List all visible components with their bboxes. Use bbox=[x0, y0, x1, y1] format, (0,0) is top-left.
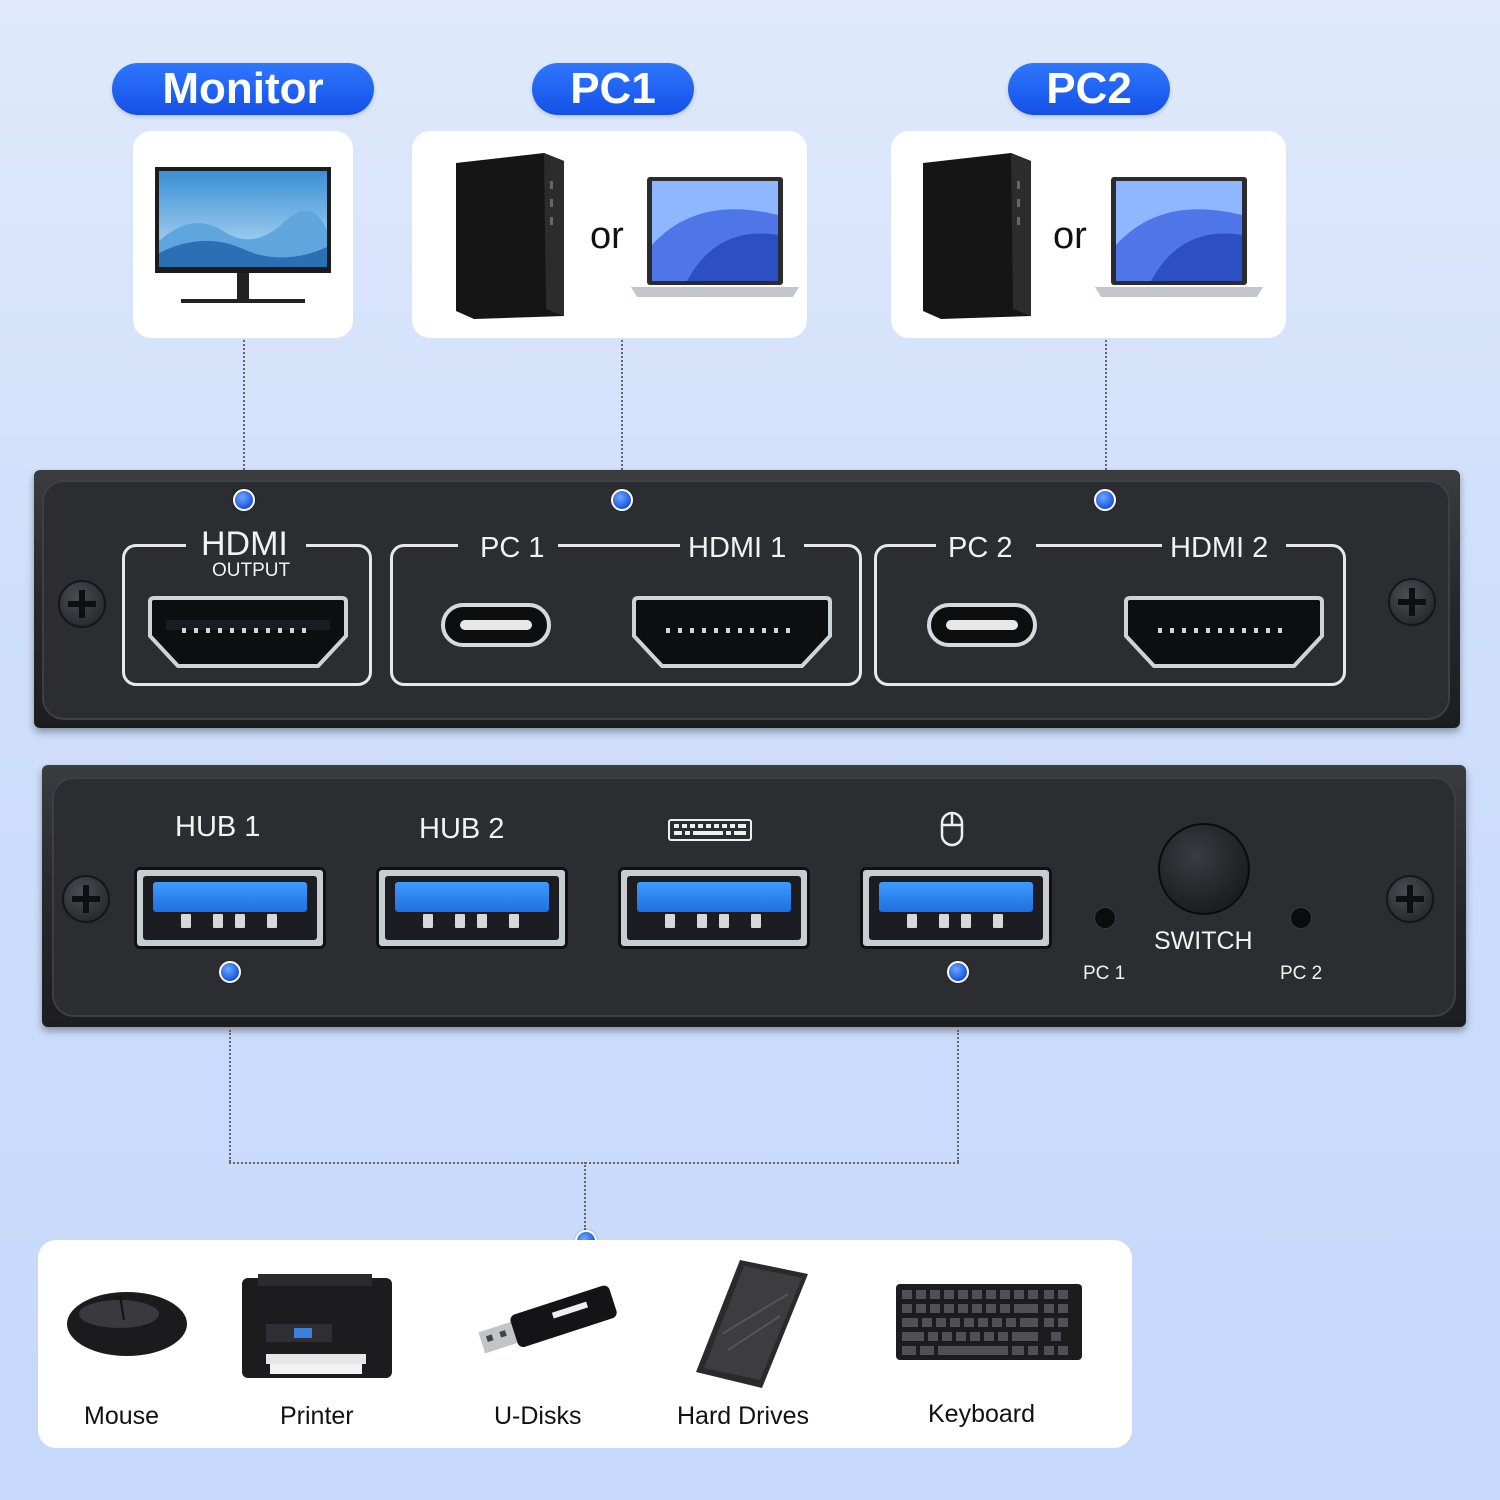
usb-pin bbox=[697, 914, 707, 928]
hub1-label: HUB 1 bbox=[175, 811, 261, 843]
connection-dot bbox=[947, 961, 969, 983]
usb-pin bbox=[993, 914, 1003, 928]
screw-icon bbox=[62, 875, 110, 923]
usb-pin bbox=[719, 914, 729, 928]
hdmi-port[interactable] bbox=[146, 596, 350, 672]
connector-line bbox=[229, 1162, 959, 1164]
peripheral-label-hard-drives: Hard Drives bbox=[677, 1402, 809, 1430]
usb-pin bbox=[509, 914, 519, 928]
keyboard-icon bbox=[668, 819, 752, 841]
frame-gap bbox=[458, 542, 558, 550]
led-pc2 bbox=[1290, 907, 1312, 929]
usb-pin bbox=[665, 914, 675, 928]
pc1-usb-c-label: PC 1 bbox=[480, 532, 545, 564]
pc2-usb-c-label: PC 2 bbox=[948, 532, 1013, 564]
desktop-tower-icon bbox=[456, 153, 564, 319]
connection-dot bbox=[611, 489, 633, 511]
usb-port-tongue bbox=[153, 882, 307, 912]
usb-pin bbox=[751, 914, 761, 928]
monitor-card bbox=[133, 131, 353, 338]
peripherals-card: Mouse Printer U-Disks Hard Drives bbox=[38, 1240, 1132, 1448]
connector-line bbox=[621, 340, 623, 490]
screw-icon bbox=[58, 580, 106, 628]
usb-pin bbox=[235, 914, 245, 928]
usb-port-tongue bbox=[637, 882, 791, 912]
mouse-icon bbox=[940, 811, 964, 847]
led-pc1-label: PC 1 bbox=[1083, 963, 1126, 984]
connection-dot bbox=[233, 489, 255, 511]
usb-port-cavity bbox=[385, 876, 559, 940]
usb-pin bbox=[181, 914, 191, 928]
usb-port-hub2[interactable] bbox=[376, 867, 568, 949]
usb-port-hub1[interactable] bbox=[134, 867, 326, 949]
or-text: or bbox=[1053, 215, 1087, 257]
hdmi-output-subtitle: OUTPUT bbox=[212, 560, 291, 581]
monitor-label: Monitor bbox=[112, 63, 374, 115]
connector-line bbox=[584, 1162, 586, 1230]
front-panel: HUB 1 HUB 2 bbox=[42, 765, 1466, 1027]
usb-pin bbox=[961, 914, 971, 928]
switch-button[interactable] bbox=[1158, 823, 1250, 915]
pc2-label: PC2 bbox=[1008, 63, 1170, 115]
led-pc2-label: PC 2 bbox=[1280, 963, 1323, 984]
keyboard-icon bbox=[896, 1284, 1082, 1360]
hdmi-port[interactable] bbox=[630, 596, 834, 672]
usb-pin bbox=[477, 914, 487, 928]
pc1-card: or bbox=[412, 131, 807, 338]
mouse-icon bbox=[67, 1292, 187, 1356]
laptop-icon bbox=[1095, 177, 1263, 297]
led-pc1 bbox=[1094, 907, 1116, 929]
printer-icon bbox=[242, 1274, 392, 1378]
usb-pin bbox=[423, 914, 433, 928]
usb-pin bbox=[213, 914, 223, 928]
connector-line bbox=[229, 1030, 231, 1162]
hub2-label: HUB 2 bbox=[419, 813, 505, 845]
usb-c-port[interactable] bbox=[926, 602, 1038, 648]
connector-line bbox=[957, 1030, 959, 1162]
pc2-card: or bbox=[891, 131, 1286, 338]
monitor-icon bbox=[155, 167, 331, 303]
hdmi-port[interactable] bbox=[1122, 596, 1326, 672]
usb-pin bbox=[455, 914, 465, 928]
usb-port-cavity bbox=[627, 876, 801, 940]
usb-port-tongue bbox=[395, 882, 549, 912]
peripheral-label-printer: Printer bbox=[280, 1402, 354, 1430]
rear-panel: HDMI OUTPUT PC 1 HDMI 1 PC 2 HDMI 2 bbox=[34, 470, 1460, 728]
frame-gap bbox=[186, 542, 306, 550]
usb-pin bbox=[907, 914, 917, 928]
usb-port-mouse[interactable] bbox=[860, 867, 1052, 949]
connection-dot bbox=[219, 961, 241, 983]
switch-label: SWITCH bbox=[1154, 927, 1253, 955]
frame-gap bbox=[1162, 542, 1286, 550]
connector-line bbox=[1105, 340, 1107, 490]
hard-drive-icon bbox=[696, 1260, 808, 1388]
hdmi-output-title: HDMI bbox=[201, 525, 288, 563]
peripheral-label-u-disks: U-Disks bbox=[494, 1402, 582, 1430]
desktop-tower-icon bbox=[923, 153, 1031, 319]
or-text: or bbox=[590, 215, 624, 257]
laptop-icon bbox=[631, 177, 799, 297]
hdmi1-label: HDMI 1 bbox=[688, 532, 787, 564]
usb-c-port[interactable] bbox=[440, 602, 552, 648]
connection-dot bbox=[1094, 489, 1116, 511]
screw-icon bbox=[1386, 875, 1434, 923]
pc1-port-group-frame bbox=[390, 544, 862, 686]
pc1-label: PC1 bbox=[532, 63, 694, 115]
peripheral-label-keyboard: Keyboard bbox=[928, 1400, 1036, 1428]
usb-port-cavity bbox=[869, 876, 1043, 940]
frame-gap bbox=[680, 542, 804, 550]
hdmi2-label: HDMI 2 bbox=[1170, 532, 1269, 564]
usb-port-cavity bbox=[143, 876, 317, 940]
peripheral-label-mouse: Mouse bbox=[84, 1402, 160, 1430]
screw-icon bbox=[1388, 578, 1436, 626]
usb-drive-icon bbox=[478, 1285, 617, 1354]
usb-pin bbox=[267, 914, 277, 928]
connector-line bbox=[243, 340, 245, 490]
pc2-port-group-frame bbox=[874, 544, 1346, 686]
frame-gap bbox=[936, 542, 1036, 550]
usb-port-tongue bbox=[879, 882, 1033, 912]
usb-pin bbox=[939, 914, 949, 928]
usb-port-keyboard[interactable] bbox=[618, 867, 810, 949]
